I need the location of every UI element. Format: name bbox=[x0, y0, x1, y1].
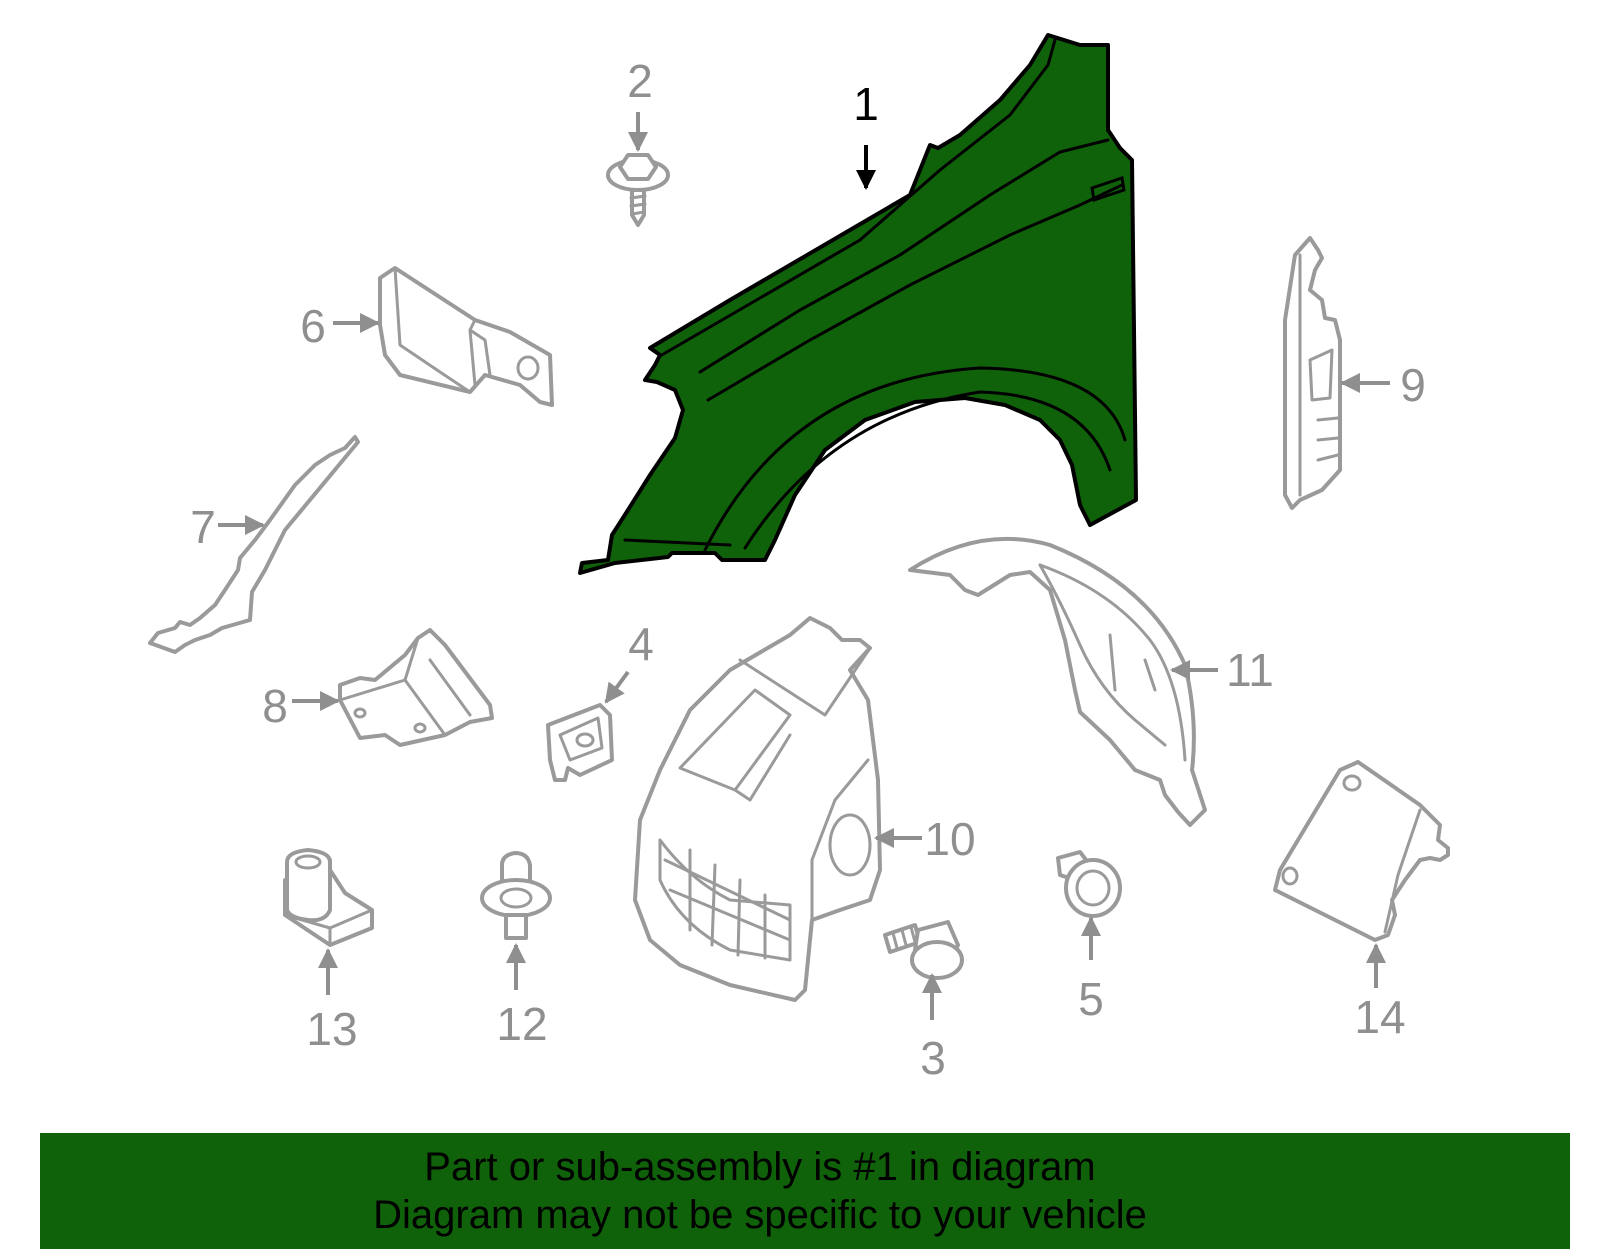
callout-6: 6 bbox=[300, 300, 326, 352]
fender-arch-inner-3 bbox=[623, 538, 732, 547]
callout-11: 11 bbox=[1226, 644, 1274, 696]
part-8-bracket[interactable] bbox=[338, 628, 494, 747]
fender-crease-2 bbox=[698, 138, 1110, 374]
fender-crease-1 bbox=[658, 38, 1057, 358]
fender-arch-inner-2 bbox=[743, 390, 1112, 550]
callout-2: 2 bbox=[627, 55, 653, 107]
leader-4 bbox=[604, 670, 630, 704]
part-2-bolt[interactable] bbox=[606, 153, 670, 227]
part-12-bolt[interactable] bbox=[480, 851, 552, 940]
part-10-liner[interactable] bbox=[633, 616, 882, 1002]
callout-4: 4 bbox=[628, 618, 654, 670]
part-7-strip[interactable] bbox=[148, 435, 360, 654]
banner-line-1: Part or sub-assembly is #1 in diagram bbox=[424, 1145, 1096, 1189]
callout-7: 7 bbox=[190, 501, 216, 553]
callout-1: 1 bbox=[853, 78, 879, 130]
part-4-clip[interactable] bbox=[546, 703, 614, 782]
info-banner: Part or sub-assembly is #1 in diagram Di… bbox=[40, 1133, 1570, 1249]
part-13-nut[interactable] bbox=[283, 848, 374, 947]
part-11-liner[interactable] bbox=[908, 536, 1207, 827]
fender-vent bbox=[1090, 176, 1126, 202]
part-9-bracket[interactable] bbox=[1283, 236, 1342, 510]
callout-12: 12 bbox=[496, 998, 547, 1050]
part-6-bracket[interactable] bbox=[378, 266, 554, 407]
fender-crease-3 bbox=[706, 183, 1124, 402]
callout-10: 10 bbox=[924, 813, 975, 865]
banner-line-2: Diagram may not be specific to your vehi… bbox=[373, 1193, 1147, 1237]
callout-14: 14 bbox=[1354, 991, 1405, 1043]
fender-shape[interactable] bbox=[578, 33, 1138, 575]
callout-8: 8 bbox=[262, 680, 288, 732]
part-14-plate[interactable] bbox=[1273, 760, 1450, 942]
callout-13: 13 bbox=[306, 1003, 357, 1055]
part-1-fender[interactable] bbox=[578, 33, 1138, 575]
callout-9: 9 bbox=[1400, 359, 1426, 411]
part-5-push-clip[interactable] bbox=[1056, 850, 1122, 918]
callout-5: 5 bbox=[1078, 973, 1104, 1025]
fender-arch-inner-1 bbox=[703, 366, 1127, 552]
part-3-bolt[interactable] bbox=[883, 920, 964, 980]
callout-3: 3 bbox=[920, 1032, 946, 1084]
